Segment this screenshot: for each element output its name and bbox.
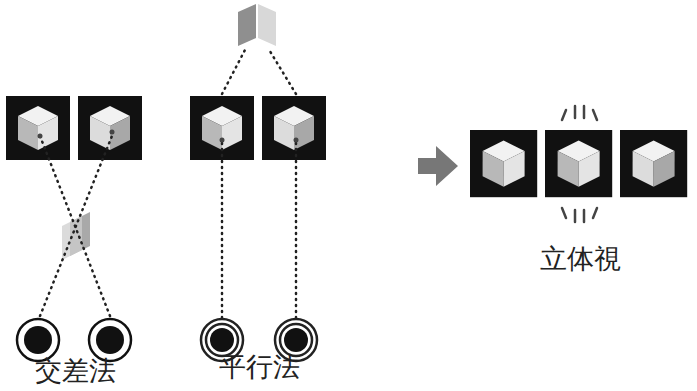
fused-result <box>470 106 687 222</box>
cross-method <box>6 96 142 361</box>
result-arrow <box>418 146 458 186</box>
method-label: 立体視 <box>540 244 621 274</box>
method-label: 交差法 <box>35 356 116 386</box>
method-label: 平行法 <box>219 352 300 382</box>
parallel-method <box>190 4 326 361</box>
